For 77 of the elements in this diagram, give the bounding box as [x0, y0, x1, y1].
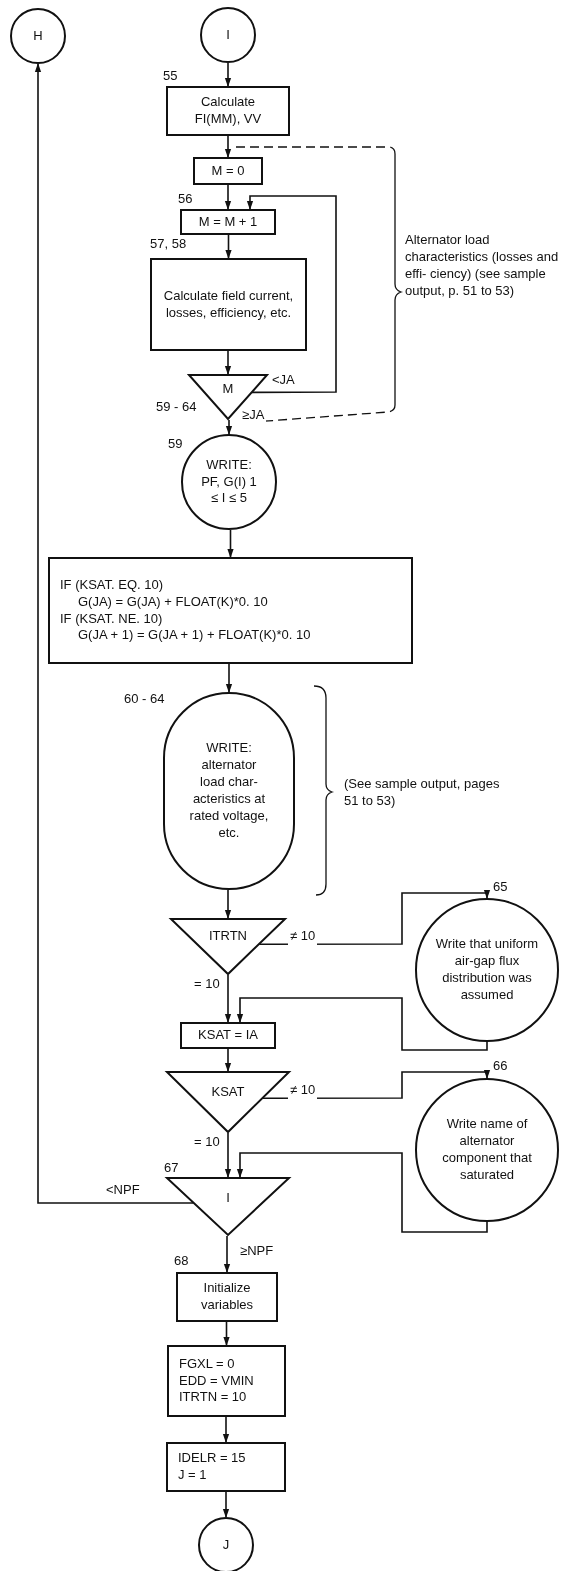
step-number: 66 — [493, 1058, 508, 1075]
decision-variable: ITRTN — [208, 928, 247, 945]
decision-variable: KSAT — [211, 1083, 245, 1101]
arrow — [227, 529, 234, 558]
arrow — [246, 195, 337, 394]
arrow — [224, 62, 232, 87]
arrow — [223, 1235, 231, 1273]
arrow — [223, 1321, 230, 1346]
step-number: 60 - 64 — [124, 691, 165, 708]
step-number: 67 — [164, 1160, 179, 1177]
edge-label: ≥JA — [240, 407, 267, 424]
arrow — [224, 135, 232, 158]
step-number: 65 — [493, 879, 508, 896]
node-text: M = 0 — [211, 162, 245, 180]
node-text: IDELR = 15 — [178, 1450, 246, 1467]
node-text: M = M + 1 — [198, 213, 258, 231]
node-text: Calculate field current, losses, efficiency, etc. — [163, 287, 294, 322]
arrow — [225, 419, 233, 435]
note-text: Alternator load characteristics (losses and effi- ciency) (see sample output, p. 51 to 53) — [405, 232, 560, 300]
process-box — [167, 1345, 286, 1417]
arrow — [224, 974, 232, 1023]
connector-circle — [198, 1517, 254, 1571]
node-text: WRITE: alternator load char- acteristics at rated voltage, etc. — [189, 740, 269, 842]
note-text: (See sample output, pages 51 to 53) — [344, 776, 501, 810]
arrow — [225, 663, 233, 693]
arrow — [236, 1152, 488, 1233]
step-number: 59 - 64 — [156, 399, 197, 416]
arrow — [261, 1069, 491, 1100]
arrow — [225, 234, 232, 259]
arrow — [236, 997, 488, 1051]
node-text: WRITE: PF, G(I) 1 ≤ I ≤ 5 — [200, 456, 258, 508]
process-box — [166, 86, 290, 136]
node-text: Initialize variables — [200, 1280, 254, 1314]
node-text: Write that uniform air-gap flux distribution was assumed — [434, 936, 540, 1004]
node-text: IF (KSAT. EQ. 10) — [60, 576, 164, 594]
step-number: 55 — [163, 68, 178, 85]
arrow — [222, 1416, 230, 1443]
decision-variable: M — [222, 380, 234, 398]
decision-variable: I — [226, 1190, 230, 1207]
node-text: G(JA) = G(JA) + FLOAT(K)*0. 10 — [77, 593, 268, 611]
process-box — [180, 1022, 276, 1049]
arrow — [258, 889, 491, 945]
edge-label: ≠ 10 — [288, 928, 318, 945]
connector-circle — [200, 7, 256, 63]
node-text: Write name of alternator component that saturated — [441, 1116, 533, 1184]
edge-label: ≠ 10 — [288, 1082, 318, 1099]
step-number: 57, 58 — [150, 236, 187, 253]
node-text: IF (KSAT. NE. 10) — [60, 610, 163, 628]
process-box — [150, 258, 307, 351]
arrow — [224, 350, 232, 375]
step-number: 59 — [168, 436, 183, 453]
node-text: ITRTN = 10 — [179, 1389, 247, 1407]
node-text: Calculate FI(MM), VV — [193, 94, 263, 128]
process-box — [176, 1272, 278, 1322]
process-box — [180, 209, 276, 235]
decision-triangle — [170, 918, 286, 975]
arrow — [224, 1132, 232, 1178]
step-number: 56 — [178, 191, 193, 208]
arrow — [224, 184, 232, 210]
node-text: J — [222, 1536, 230, 1554]
arrow — [224, 889, 232, 919]
arrow — [222, 1491, 230, 1518]
decision-triangle — [166, 1177, 290, 1236]
arrow — [224, 1048, 232, 1072]
step-number: 68 — [174, 1253, 189, 1270]
node-text: FGXL = 0 — [179, 1355, 235, 1373]
process-box — [48, 557, 413, 664]
node-text: G(JA + 1) = G(JA + 1) + FLOAT(K)*0. 10 — [77, 627, 311, 645]
process-box — [166, 1442, 286, 1492]
process-box — [193, 157, 263, 185]
node-text: J = 1 — [178, 1467, 207, 1484]
node-text: I — [226, 26, 230, 44]
node-text: H — [33, 27, 43, 45]
decision-triangle — [166, 1071, 290, 1133]
connector-circle — [10, 8, 66, 64]
node-text: KSAT = IA — [198, 1027, 258, 1044]
node-text: EDD = VMIN — [179, 1372, 254, 1390]
